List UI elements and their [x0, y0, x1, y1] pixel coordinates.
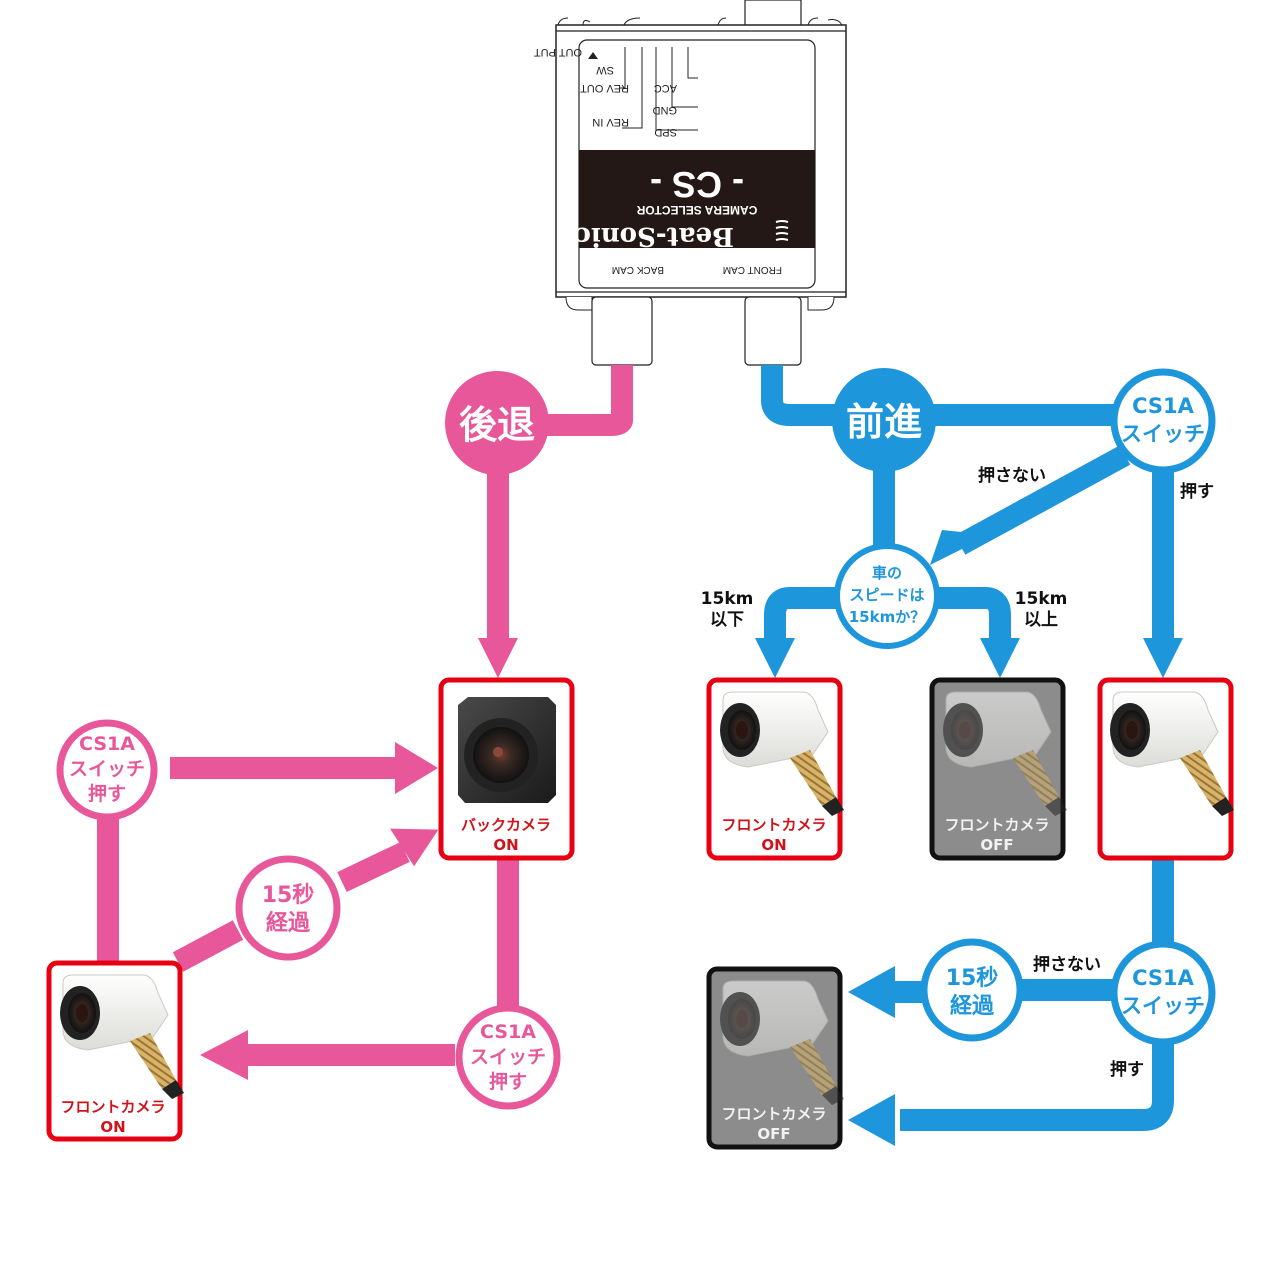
- blue-arrow-left-pressed-icon: [848, 1094, 895, 1146]
- forward-not-pressed-label: 押さない: [978, 465, 1046, 486]
- blue-arrow-down-icon: [1143, 638, 1183, 678]
- back-camera-label: バックカメラ: [461, 816, 551, 834]
- device-spd-label: SPD: [654, 126, 677, 138]
- reverse-flow: 後退 CS1A スイッチ 押す 15秒 経過 CS1A スイッチ 押す バックカ…: [46, 365, 633, 1142]
- speed-check-line3: 15kmか？: [849, 608, 925, 626]
- blue-line-switch-pressed-to-cam: [900, 1030, 1174, 1131]
- speed-check-line1: 車の: [872, 564, 902, 582]
- speed-check-node: [834, 543, 940, 649]
- blue-line-speed-above: [932, 587, 1011, 640]
- front-cam-port: [744, 296, 802, 366]
- device-brand: Beat-Sonic: [575, 221, 734, 251]
- device-model: - CS -: [650, 164, 744, 205]
- back-camera-on-card: バックカメラ ON: [438, 677, 575, 861]
- blue-arrow-diagonal-icon: [930, 530, 990, 565]
- blue-arrow-down-below-icon: [755, 638, 795, 678]
- device-front-cam-label: FRONT CAM: [723, 264, 782, 275]
- forward-start-node: [832, 368, 936, 472]
- reverse-switch-bottom-line2: スイッチ: [470, 1046, 546, 1068]
- forward-switch-bottom-line2: スイッチ: [1121, 994, 1205, 1018]
- reverse-timer-node: [235, 855, 341, 961]
- reverse-switch-top-line1: CS1A: [79, 733, 135, 755]
- pink-line-frontcam-timer-backcam: [172, 842, 410, 972]
- reverse-switch-top-line2: スイッチ: [69, 758, 145, 780]
- pink-arrow-diagonal-icon: [390, 828, 439, 867]
- forward-timer-node: [920, 938, 1024, 1042]
- forward-cam-below-label: フロントカメラ: [721, 816, 826, 834]
- forward-cam-below-state: ON: [761, 836, 786, 854]
- reverse-switch-bottom-line1: CS1A: [480, 1021, 536, 1043]
- pink-arrow-right-icon: [395, 742, 438, 794]
- back-camera-state: ON: [493, 836, 518, 854]
- forward-bottom-pressed-label: 押す: [1110, 1059, 1144, 1080]
- reverse-start-node: [445, 371, 549, 475]
- reverse-label: 後退: [459, 403, 535, 447]
- reverse-front-camera-on-card: フロントカメラ ON: [46, 960, 185, 1142]
- camera-selector-device: OUT PUT ACC GND SPD REV IN REV OUT SW FR…: [534, 0, 847, 366]
- forward-label: 前進: [846, 400, 922, 444]
- forward-switch-top-line1: CS1A: [1132, 394, 1195, 418]
- speed-below-line2: 以下: [710, 610, 744, 630]
- forward-bottom-not-pressed-label: 押さない: [1033, 954, 1101, 975]
- forward-timer-line1: 15秒: [946, 966, 999, 991]
- reverse-switch-top-line3: 押す: [88, 782, 126, 805]
- reverse-timer-line2: 経過: [266, 910, 311, 936]
- pink-arrow-left-icon: [200, 1030, 248, 1080]
- forward-pressed-label: 押す: [1180, 481, 1214, 502]
- device-sw-label: SW: [596, 64, 614, 76]
- reverse-front-camera-label: フロントカメラ: [60, 1098, 165, 1116]
- blue-line-speed-below: [764, 587, 836, 640]
- blue-arrow-left-timer-icon: [848, 966, 895, 1018]
- device-gnd-label: GND: [653, 104, 678, 116]
- blue-arrow-down-above-icon: [980, 638, 1020, 678]
- forward-cam-final-state: OFF: [757, 1125, 790, 1143]
- forward-timer-line2: 経過: [950, 993, 995, 1019]
- device-rev-in-label: REV IN: [592, 116, 629, 128]
- forward-front-camera-on-card: フロントカメラ ON: [706, 677, 845, 861]
- sw-arrow-icon: [588, 52, 598, 59]
- forward-front-camera-off-card: フロントカメラ OFF: [929, 677, 1068, 861]
- reverse-switch-top-node: [56, 719, 158, 821]
- forward-switch-top-line2: スイッチ: [1121, 422, 1205, 446]
- back-camera-icon: [458, 697, 556, 803]
- reverse-switch-bottom-node: [455, 1004, 561, 1110]
- back-cam-port: [591, 296, 653, 366]
- forward-cam-above-label: フロントカメラ: [944, 816, 1049, 834]
- speed-check-line2: スピードは: [849, 586, 924, 604]
- device-rev-out-label: REV OUT: [580, 82, 629, 94]
- device-back-cam-label: BACK CAM: [612, 264, 664, 275]
- device-subtitle: CAMERA SELECTOR: [636, 203, 757, 217]
- forward-switch-bottom-line1: CS1A: [1132, 966, 1195, 990]
- reverse-front-camera-state: ON: [100, 1118, 125, 1136]
- forward-final-front-camera-off-card: フロントカメラ OFF: [706, 966, 845, 1150]
- beat-sonic-wave-logo-icon: [775, 220, 789, 241]
- speed-below-line1: 15km: [701, 589, 754, 609]
- device-out-put-label: OUT PUT: [534, 46, 582, 58]
- forward-switch-bottom-node: [1110, 940, 1216, 1046]
- speed-above-line1: 15km: [1015, 589, 1068, 609]
- forward-cam-above-state: OFF: [980, 836, 1013, 854]
- speed-above-line2: 以上: [1024, 610, 1058, 630]
- reverse-timer-line1: 15秒: [262, 883, 315, 908]
- forward-cam-final-label: フロントカメラ: [721, 1105, 826, 1123]
- pink-line-device-to-reverse: [540, 365, 633, 436]
- blue-line-device-to-forward: [761, 365, 840, 426]
- blue-line-switch-to-speed: [954, 445, 1131, 555]
- device-acc-label: ACC: [654, 82, 677, 94]
- forward-flow: 前進 CS1A スイッチ 押さない 押す 車の スピードは 15kmか？ 15k…: [701, 365, 1235, 1150]
- pink-arrow-down-icon: [478, 638, 518, 678]
- forward-switch-top-node: [1110, 368, 1216, 474]
- device-label-band: [579, 150, 815, 248]
- reverse-switch-bottom-line3: 押す: [489, 1070, 527, 1093]
- forward-front-camera-pressed-card: [1097, 677, 1235, 861]
